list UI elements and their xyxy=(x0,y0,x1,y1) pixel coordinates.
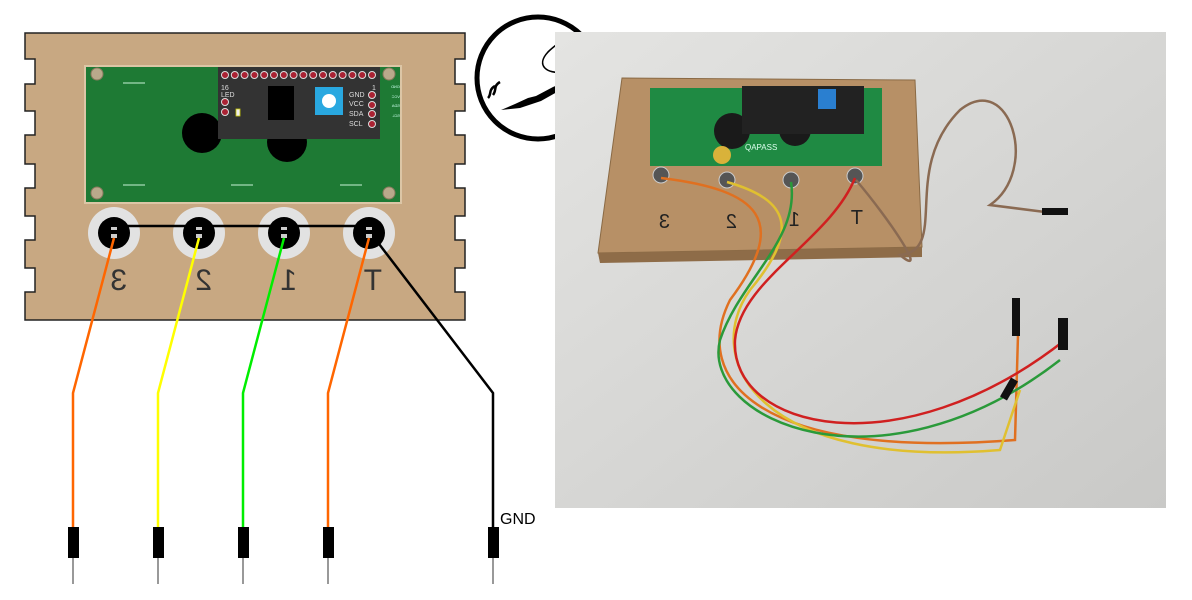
header-pin xyxy=(270,71,278,79)
header-pin xyxy=(221,71,229,79)
svg-text:GND: GND xyxy=(391,84,400,89)
header-pin xyxy=(358,71,367,79)
svg-text:1: 1 xyxy=(789,209,800,231)
photo-pcb-brand: QAPASS xyxy=(745,143,777,152)
wire xyxy=(156,237,201,527)
i2c-backpack xyxy=(218,67,380,139)
wire xyxy=(326,237,371,527)
svg-text:T: T xyxy=(851,207,863,229)
jumper-connector xyxy=(323,527,334,558)
header-pin xyxy=(328,71,337,79)
header-pin xyxy=(289,71,298,79)
header-pin xyxy=(230,71,239,79)
svg-text:SCL: SCL xyxy=(349,121,363,128)
header-pin xyxy=(260,71,269,79)
jumper-connector xyxy=(68,527,79,558)
epoxy-blob xyxy=(182,113,222,153)
mirrored-pin-labels: GND VCC SDA SCL xyxy=(391,84,400,118)
pin-1-label: 1 xyxy=(372,85,376,92)
header-pin xyxy=(338,71,347,79)
svg-text:GND: GND xyxy=(349,92,365,99)
header-pin xyxy=(319,71,327,79)
svg-text:3: 3 xyxy=(659,211,670,233)
header-pin xyxy=(240,71,249,79)
header-pin xyxy=(299,71,308,79)
pad-center xyxy=(98,217,130,249)
jumper-connector xyxy=(238,527,249,558)
pad-center xyxy=(268,217,300,249)
ic-chip xyxy=(268,86,294,120)
pad-label: 2 xyxy=(195,264,212,297)
header-pin xyxy=(279,71,288,79)
header-pin xyxy=(250,71,259,79)
assembled-photo: QAPASS 3 2 1 T xyxy=(555,32,1166,508)
mounting-holes xyxy=(90,67,396,200)
i2c-pin-labels: GND VCC SDA SCL xyxy=(349,92,365,128)
wire xyxy=(241,237,286,527)
led-label: LED xyxy=(221,92,235,99)
svg-text:VCC: VCC xyxy=(391,94,400,99)
svg-text:2: 2 xyxy=(726,211,737,233)
jumper-connector xyxy=(153,527,164,558)
header-pins xyxy=(221,71,376,79)
gnd-label: GND xyxy=(500,511,536,528)
pad-label: T xyxy=(364,264,382,297)
svg-text:SCL: SCL xyxy=(391,113,400,118)
header-pin xyxy=(309,71,318,79)
photo-pad-labels: 3 2 1 T xyxy=(659,207,863,233)
header-pin xyxy=(348,71,357,79)
svg-text:SDA: SDA xyxy=(391,103,400,108)
pad-label: 3 xyxy=(110,264,127,297)
pad-center xyxy=(183,217,215,249)
svg-text:VCC: VCC xyxy=(349,101,364,108)
svg-text:SDA: SDA xyxy=(349,111,364,118)
gnd-wire xyxy=(375,239,495,527)
header-pin xyxy=(368,71,376,79)
wire xyxy=(71,237,116,527)
pad-label: 1 xyxy=(280,264,297,297)
pin-16-label: 16 xyxy=(221,85,229,92)
jumper-connector xyxy=(488,527,499,558)
